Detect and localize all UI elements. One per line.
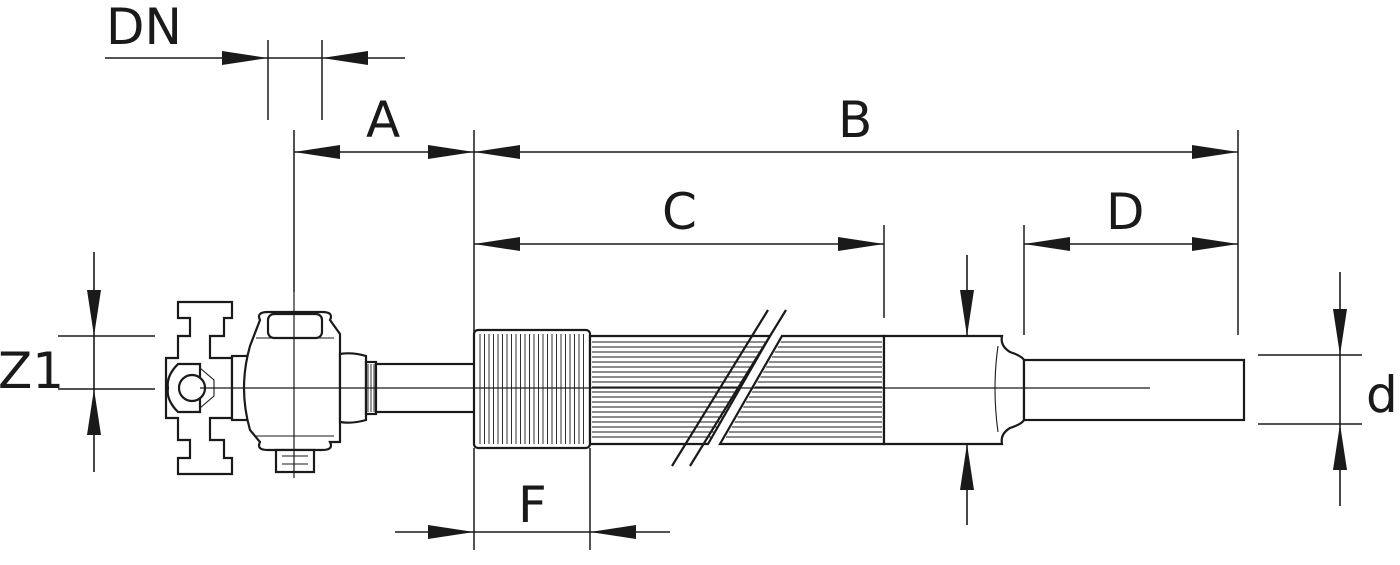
d-lower-dimension: d (1258, 272, 1398, 506)
label-dn: DN (106, 0, 182, 56)
a-dimension: A (293, 91, 475, 335)
ribbed-section-right (718, 334, 886, 446)
z1-dimension: Z1 (0, 252, 155, 472)
label-a: A (366, 91, 400, 149)
label-f: F (518, 476, 547, 534)
dn-dimension: DN (105, 0, 405, 120)
end-rod (1022, 358, 1246, 422)
d-upper-dimension: D (1023, 183, 1238, 335)
label-d-upper: D (1106, 183, 1145, 241)
c-dimension: C (474, 183, 885, 318)
threaded-section (472, 328, 592, 450)
b-dimension: B (474, 91, 1239, 335)
ribbed-section-left (588, 334, 772, 446)
label-d-lower: d (1366, 366, 1398, 424)
valve-body (230, 310, 378, 474)
section-e-body (882, 334, 1026, 446)
label-b: B (838, 91, 872, 149)
centerline (200, 292, 1150, 478)
label-z1: Z1 (0, 342, 64, 400)
f-dimension: F (395, 448, 670, 550)
label-c: C (662, 183, 697, 241)
